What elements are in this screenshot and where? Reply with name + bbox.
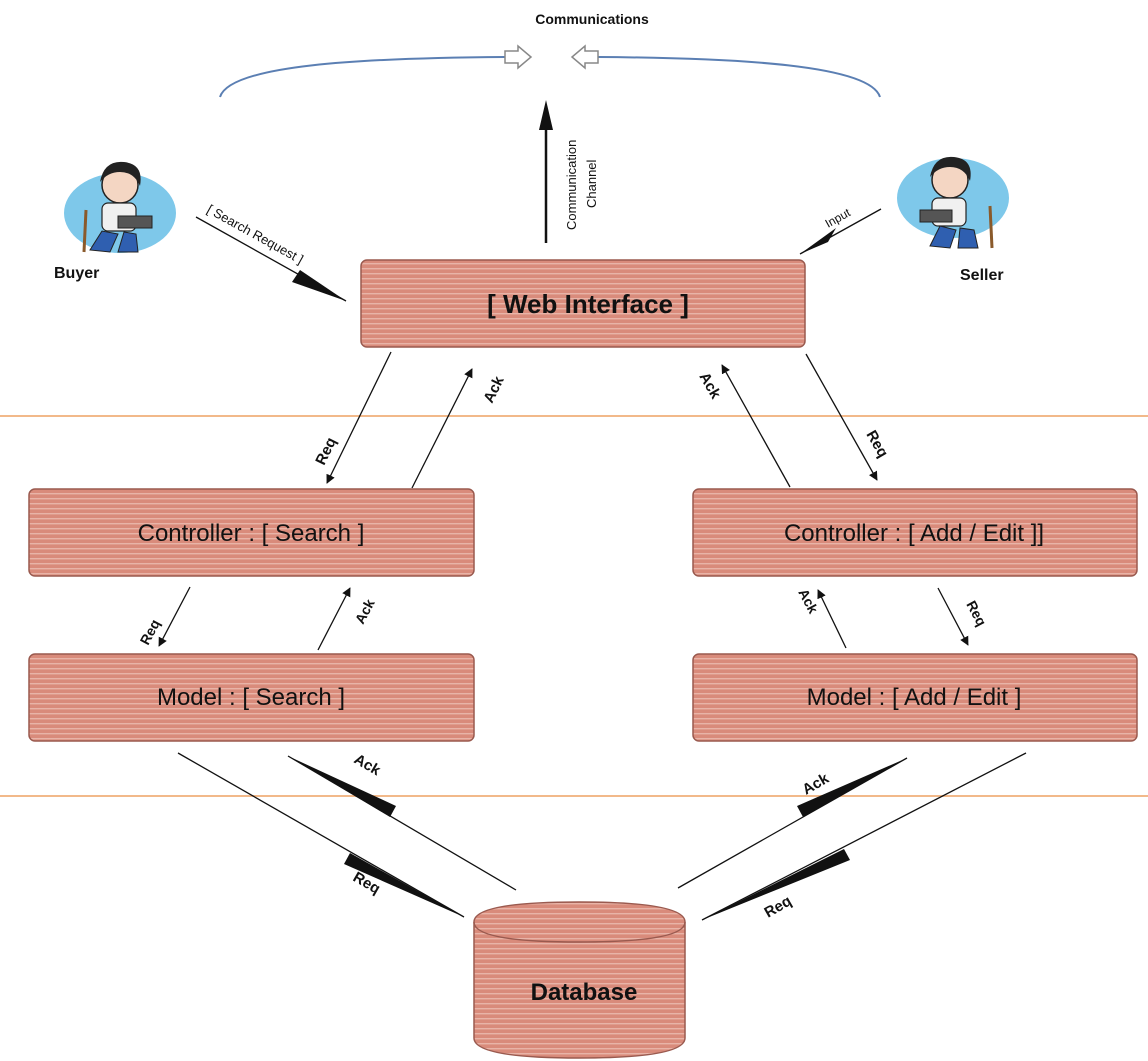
- input-arrowhead: [800, 228, 836, 254]
- ack-label-1: Ack: [480, 373, 508, 406]
- ack-line-db-to-model-add: [677, 757, 908, 889]
- model-search-label: Model : [ Search ]: [157, 684, 345, 711]
- req-arrowhead-right: [702, 849, 850, 920]
- communication-channel-label-1: Communication: [564, 140, 579, 230]
- ack-label-3: Ack: [352, 596, 378, 626]
- seller-avatar: [897, 156, 1009, 249]
- ack-arrowhead-left: [288, 756, 396, 817]
- req-line-model-add-to-db: [701, 752, 1027, 921]
- req-arrow-web-to-controller-search: [326, 351, 392, 484]
- req-label-4: Req: [963, 598, 990, 629]
- req-label-6: Req: [762, 893, 795, 922]
- web-interface-box: [360, 259, 806, 348]
- communications-arc-left: [219, 56, 506, 98]
- hollow-arrow-left-icon: [570, 44, 599, 70]
- ack-arrow-model-to-controller-search: [317, 587, 351, 651]
- hollow-arrow-right-icon: [504, 44, 533, 70]
- req-arrow-controller-to-model-add: [937, 587, 969, 646]
- web-interface-label: [ Web Interface ]: [487, 289, 689, 319]
- model-search-box: [28, 653, 475, 742]
- req-label-3: Req: [137, 617, 164, 648]
- database-label: Database: [531, 979, 638, 1006]
- buyer-avatar: [64, 161, 176, 253]
- communications-arc-right: [597, 56, 881, 98]
- seller-label: Seller: [960, 267, 1004, 284]
- buyer-label: Buyer: [54, 265, 99, 282]
- controller-search-label: Controller : [ Search ]: [138, 520, 365, 547]
- ack-label-5: Ack: [351, 751, 384, 780]
- controller-add-edit-box: [692, 488, 1138, 577]
- search-request-arrowhead: [292, 270, 346, 301]
- ack-arrow-controller-add-to-web: [721, 364, 791, 488]
- controller-search-box: [28, 488, 475, 577]
- communication-channel-label-2: Channel: [584, 159, 599, 208]
- req-label-1: Req: [312, 435, 340, 468]
- req-arrow-controller-to-model-search: [158, 586, 191, 647]
- database-cylinder: [473, 901, 686, 1059]
- search-request-label: [ Search Request ]: [205, 202, 306, 267]
- arrow-up-icon: [539, 100, 553, 130]
- ack-arrow-model-to-controller-add: [817, 589, 847, 649]
- req-line-model-search-to-db: [177, 752, 465, 918]
- ack-arrow-controller-search-to-web: [411, 368, 473, 489]
- req-arrowhead-left: [344, 853, 464, 917]
- req-label-2: Req: [863, 428, 892, 461]
- ack-label-2: Ack: [696, 370, 725, 403]
- model-add-edit-box: [692, 653, 1138, 742]
- req-arrow-web-to-controller-add: [805, 353, 878, 481]
- communications-label: Communications: [535, 11, 649, 27]
- ack-arrowhead-right: [797, 758, 907, 817]
- model-add-edit-label: Model : [ Add / Edit ]: [807, 684, 1022, 711]
- controller-add-edit-label: Controller : [ Add / Edit ]]: [784, 520, 1044, 547]
